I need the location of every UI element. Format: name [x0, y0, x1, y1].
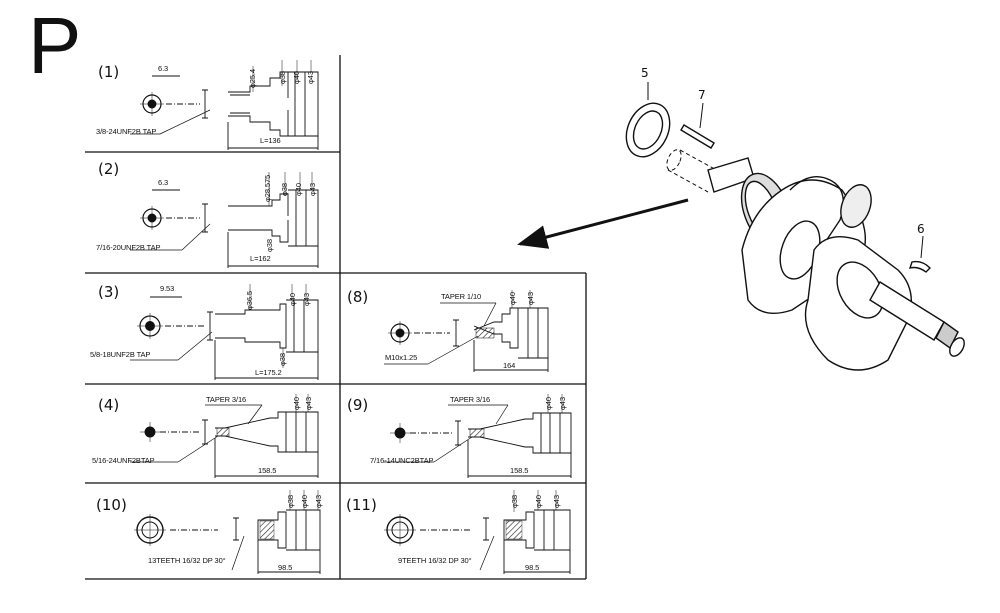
- diameter-label: φ43: [314, 495, 323, 508]
- length-label: 164: [503, 361, 516, 370]
- thread-label: M10x1.25: [385, 353, 418, 362]
- crankshaft-illustration: [625, 82, 965, 371]
- offset-label: 9.53: [160, 284, 175, 293]
- shaft-drawing-10: [134, 490, 321, 574]
- diameter-label: φ40: [288, 293, 297, 306]
- cell-number-3: (3): [98, 283, 120, 301]
- shaft-drawing-4: [130, 394, 319, 478]
- diameter-label: φ38: [510, 495, 519, 508]
- shaft-drawing-9: [384, 394, 572, 478]
- length-label: L=175.2: [255, 368, 282, 377]
- taper-label: TAPER 3/16: [206, 395, 247, 404]
- diameter-label: φ40: [508, 292, 517, 305]
- diameter-label-lower: φ38: [265, 239, 274, 252]
- thread-label: 5/8-18UNF2B TAP: [90, 350, 151, 359]
- diameter-label: φ38: [286, 495, 295, 508]
- diameter-label: φ43: [304, 397, 313, 410]
- part-number-5: 5: [641, 66, 649, 80]
- key-part-6: [908, 260, 931, 273]
- length-label: 98.5: [525, 563, 540, 572]
- length-label: 158.5: [258, 466, 277, 475]
- spline-label: 13TEETH 16/32 DP 30°: [148, 556, 226, 565]
- cell-number-11: (11): [346, 496, 377, 514]
- cell-number-9: (9): [347, 396, 369, 414]
- diameter-label: φ25.4: [248, 69, 257, 88]
- length-label: 158.5: [510, 466, 529, 475]
- diameter-label: φ38: [280, 183, 289, 196]
- taper-label: TAPER 1/10: [441, 292, 482, 301]
- table-grid: [85, 55, 587, 580]
- length-label: L=162: [250, 254, 271, 263]
- diameter-label: φ43: [526, 292, 535, 305]
- diameter-label: φ40: [294, 183, 303, 196]
- diameter-label: φ40: [534, 495, 543, 508]
- thread-label: 7/16-20UNF2B TAP: [96, 243, 161, 252]
- part-number-7: 7: [698, 88, 706, 102]
- thread-label: 5/16-24UNF2BTAP: [92, 456, 155, 465]
- cell-number-2: (2): [98, 160, 120, 178]
- length-label: L=136: [260, 136, 281, 145]
- diameter-label: φ43: [308, 183, 317, 196]
- pointer-arrow: [517, 198, 689, 249]
- shaft-drawing-1: [130, 60, 319, 150]
- key-part-7: [680, 124, 715, 149]
- diameter-label: φ36.5: [245, 291, 254, 310]
- shaft-drawing-2: [130, 172, 319, 268]
- diameter-label: φ43: [302, 293, 311, 306]
- diameter-label: φ43: [552, 495, 561, 508]
- shaft-drawing-8: [384, 290, 549, 372]
- cell-number-8: (8): [347, 288, 369, 306]
- length-label: 98.5: [278, 563, 293, 572]
- taper-label: TAPER 3/16: [450, 395, 491, 404]
- thread-label: 7/16-14UNC2BTAP: [370, 456, 434, 465]
- diameter-label: φ40: [544, 397, 553, 410]
- shaft-drawing-3: [130, 284, 319, 380]
- diameter-label-lower: φ38: [278, 353, 287, 366]
- diameter-label: φ28.575: [263, 174, 272, 202]
- diameter-label: φ40: [292, 397, 301, 410]
- offset-label: 6.3: [158, 178, 169, 187]
- part-number-6: 6: [917, 222, 925, 236]
- offset-label: 6.3: [158, 64, 169, 73]
- cell-number-1: (1): [98, 63, 120, 81]
- diameter-label: φ43: [558, 397, 567, 410]
- diameter-label: φ40: [292, 71, 301, 84]
- cell-number-10: (10): [96, 496, 127, 514]
- spline-label: 9TEETH 16/32 DP 30°: [398, 556, 472, 565]
- cell-number-4: (4): [98, 396, 120, 414]
- page-letter: P: [28, 1, 82, 90]
- diameter-label: φ40: [300, 495, 309, 508]
- thread-label: 3/8-24UNF2B TAP: [96, 127, 157, 136]
- diameter-label: φ38: [278, 71, 287, 84]
- shaft-drawing-11: [384, 490, 571, 574]
- diameter-label: φ43: [306, 71, 315, 84]
